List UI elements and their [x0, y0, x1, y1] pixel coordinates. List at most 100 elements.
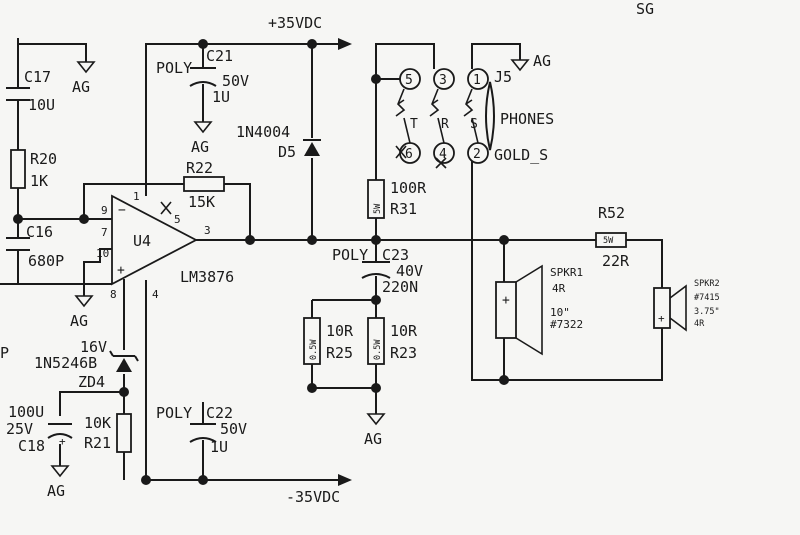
j5-contact-s: S	[470, 117, 478, 132]
r23-rating: 0.5W	[373, 339, 383, 360]
c16-ref: C16	[26, 223, 53, 241]
c23-ref: C23	[382, 246, 409, 264]
u4-pin-10: 10	[96, 247, 109, 260]
zd4-part: 1N5246B	[34, 354, 97, 372]
r22-ref: R22	[186, 159, 213, 177]
ground-label: AG	[70, 312, 88, 330]
r21-value: 10K	[84, 414, 111, 432]
diode-d5: 1N4004 D5	[236, 123, 321, 161]
ground-label: AG	[191, 138, 209, 156]
spkr2-plus-sign: +	[658, 312, 665, 325]
c18-plus-sign: +	[59, 435, 66, 448]
spkr1-model: #7322	[550, 318, 583, 331]
resistor-r20: R20 1K	[10, 149, 57, 190]
c23-value: 220N	[382, 278, 418, 296]
c21-ref: C21	[206, 47, 233, 65]
c22-ref: C22	[206, 404, 233, 422]
j5-contact-t: T	[410, 117, 418, 132]
resistor-r21: 10K R21	[84, 413, 132, 453]
r31-rating: 5W	[373, 203, 383, 214]
partial-label: P	[0, 344, 9, 362]
capacitor-c17: C17 10U	[6, 68, 55, 114]
resistor-r52: 5W R52 22R	[595, 204, 630, 270]
c17-value: 10U	[28, 96, 55, 114]
r25-rating: 0.5W	[309, 339, 319, 360]
ground-label: AG	[47, 482, 65, 500]
c21-value: 1U	[212, 88, 230, 106]
u4-pin-4: 4	[152, 288, 159, 301]
capacitor-c23: POLY C23 40V 220N	[332, 246, 423, 296]
j5-pin-4: 4	[439, 147, 447, 162]
c18-ref: C18	[18, 437, 45, 455]
ground-icon	[76, 61, 96, 74]
j5-ref: J5	[494, 68, 512, 86]
d5-ref: D5	[278, 143, 296, 161]
no-connect-icon	[435, 157, 447, 169]
r23-value: 10R	[390, 322, 418, 340]
capacitor-c21: POLY C21 50V 1U	[156, 47, 249, 106]
ground-icon	[74, 295, 94, 308]
j5-pin-6: 6	[405, 147, 413, 162]
j5-part: GOLD_S	[494, 146, 548, 164]
jack-j5: 5 3 1 6 4 2 T R S J5 PHONES GOLD_S	[395, 68, 554, 169]
r31-ref: R31	[390, 200, 417, 218]
u4-pin-7: 7	[101, 226, 108, 239]
rail-arrows	[338, 38, 352, 486]
capacitor-c22: POLY C22 50V 1U	[156, 404, 247, 456]
spkr2-ref: SPKR2	[694, 279, 720, 289]
capacitor-c16: C16 680P	[6, 223, 64, 270]
c17-ref: C17	[24, 68, 51, 86]
c18-voltage: 25V	[6, 420, 33, 438]
u4-pin-9: 9	[101, 204, 108, 217]
spkr1-size: 10"	[550, 306, 570, 319]
c22-value: 1U	[210, 438, 228, 456]
zd4-ref: ZD4	[78, 373, 105, 391]
zener-zd4: 16V 1N5246B ZD4	[34, 338, 139, 391]
c23-type: POLY	[332, 246, 368, 264]
capacitor-c18: + 100U 25V C18	[6, 403, 73, 455]
speaker-spkr2: + SPKR2 #7415 3.75" 4R	[653, 279, 720, 332]
u4-pin-1: 1	[133, 190, 140, 203]
r52-value: 22R	[602, 252, 630, 270]
r20-value: 1K	[30, 172, 48, 190]
r23-ref: R23	[390, 344, 417, 362]
spkr1-ref: SPKR1	[550, 266, 583, 279]
c22-type: POLY	[156, 404, 192, 422]
u4-part: LM3876	[180, 268, 234, 286]
ground-icon	[366, 413, 386, 426]
j5-pin-5: 5	[405, 73, 413, 88]
sheet-label: SG	[636, 0, 654, 18]
resistor-r22: R22 15K	[183, 159, 225, 211]
resistor-r23: 0.5W 10R R23	[367, 317, 418, 365]
ground-icon	[193, 121, 213, 134]
pos-rail-arrow-icon	[338, 38, 352, 50]
spkr2-size: 3.75"	[694, 307, 720, 317]
spkr1-plus-sign: +	[502, 293, 510, 308]
c21-voltage: 50V	[222, 72, 249, 90]
c16-value: 680P	[28, 252, 64, 270]
u4-pin-5: 5	[174, 213, 181, 226]
opamp-u4: U4 LM3876 + − 1 9 7 10 8 4 5 3	[96, 190, 234, 301]
pos-rail-label: +35VDC	[268, 14, 322, 32]
u4-pin-3: 3	[204, 224, 211, 237]
c22-voltage: 50V	[220, 420, 247, 438]
r21-ref: R21	[84, 434, 111, 452]
neg-rail-arrow-icon	[338, 474, 352, 486]
spkr2-model: #7415	[694, 293, 720, 303]
no-connect-icon	[160, 201, 172, 215]
r52-ref: R52	[598, 204, 625, 222]
ground-label: AG	[533, 52, 551, 70]
ground-symbols	[50, 59, 530, 478]
d5-part: 1N4004	[236, 123, 290, 141]
resistor-r31: 5W 100R R31	[367, 179, 427, 219]
r52-rating: 5W	[603, 236, 614, 246]
c21-type: POLY	[156, 59, 192, 77]
r20-ref: R20	[30, 150, 57, 168]
ground-icon	[50, 465, 70, 478]
junction-dots	[13, 39, 509, 485]
u4-minus-sign: −	[118, 203, 126, 218]
u4-pin-8: 8	[110, 288, 117, 301]
u4-ref: U4	[133, 232, 151, 250]
r31-value: 100R	[390, 179, 427, 197]
c18-value: 100U	[8, 403, 44, 421]
